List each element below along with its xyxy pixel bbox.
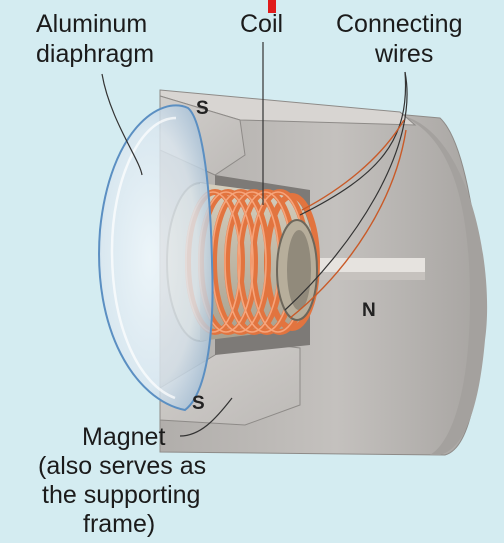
- leader-diaphragm: [101, 73, 143, 176]
- label-magnet-note-1: (also serves as: [38, 452, 207, 480]
- diaphragm-rim-highlight: [110, 116, 177, 400]
- magnet-top-face: [159, 89, 417, 126]
- label-magnet-note-2: the supporting: [42, 481, 201, 509]
- leader-lines: [101, 42, 408, 437]
- label-magnet-note-3: frame): [83, 510, 156, 538]
- label-connecting: Connecting: [336, 10, 463, 38]
- coil-inner-hole: [287, 230, 311, 310]
- label-wires: wires: [375, 40, 434, 68]
- label-diaphragm: diaphragm: [36, 40, 155, 68]
- leader-wire-1: [299, 71, 407, 216]
- pole-bottom-s: S: [192, 393, 205, 414]
- label-magnet: Magnet: [82, 423, 166, 451]
- magnet-right-face: [400, 115, 488, 455]
- leader-magnet: [179, 397, 233, 437]
- label-coil: Coil: [240, 10, 284, 38]
- pole-top-s: S: [196, 98, 209, 119]
- pole-right-n: N: [362, 300, 376, 321]
- aluminum-diaphragm: [98, 104, 214, 412]
- connecting-wires: [289, 119, 407, 319]
- label-aluminum: Aluminum: [36, 10, 148, 38]
- red-accent-mark: [268, 0, 276, 13]
- center-rod-shade: [280, 272, 425, 280]
- leader-wire-2: [284, 71, 408, 311]
